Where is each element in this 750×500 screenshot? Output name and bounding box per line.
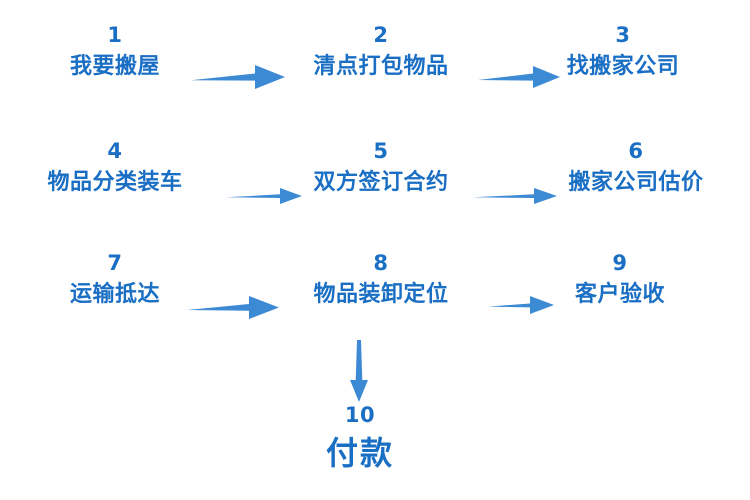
arrow-1-to-2-icon bbox=[189, 62, 287, 92]
step-node-10[interactable]: 10 付款 bbox=[326, 405, 394, 471]
arrow-7-to-8-icon bbox=[185, 293, 281, 321]
step-label-1: 我要搬屋 bbox=[69, 54, 161, 79]
step-number-10: 10 bbox=[344, 403, 376, 427]
step-label-9: 客户验收 bbox=[574, 282, 666, 307]
step-node-5[interactable]: 5 双方签订合约 bbox=[313, 139, 449, 195]
step-label-3: 找搬家公司 bbox=[566, 54, 680, 79]
step-number-2: 2 bbox=[373, 23, 389, 47]
arrow-8-to-10-icon bbox=[345, 338, 373, 404]
step-node-3[interactable]: 3 找搬家公司 bbox=[566, 23, 680, 79]
step-label-5: 双方签订合约 bbox=[313, 170, 449, 195]
step-number-5: 5 bbox=[373, 139, 389, 163]
step-number-4: 4 bbox=[107, 139, 123, 163]
step-number-3: 3 bbox=[615, 23, 631, 47]
arrow-4-to-5-icon bbox=[224, 185, 304, 207]
step-number-8: 8 bbox=[373, 251, 389, 275]
step-label-10: 付款 bbox=[325, 434, 395, 472]
step-number-7: 7 bbox=[107, 251, 123, 275]
step-number-6: 6 bbox=[628, 139, 644, 163]
step-label-6: 搬家公司估价 bbox=[568, 170, 704, 195]
step-label-8: 物品装卸定位 bbox=[313, 282, 449, 307]
step-label-7: 运输抵达 bbox=[69, 282, 161, 307]
arrow-8-to-9-icon bbox=[486, 293, 556, 317]
step-label-4: 物品分类装车 bbox=[47, 170, 183, 195]
step-node-2[interactable]: 2 清点打包物品 bbox=[313, 23, 449, 79]
arrow-5-to-6-icon bbox=[471, 185, 559, 207]
step-node-6[interactable]: 6 搬家公司估价 bbox=[568, 139, 704, 195]
step-number-1: 1 bbox=[107, 23, 123, 47]
step-number-9: 9 bbox=[612, 251, 628, 275]
step-label-2: 清点打包物品 bbox=[313, 54, 449, 79]
step-node-9[interactable]: 9 客户验收 bbox=[574, 251, 666, 307]
step-node-8[interactable]: 8 物品装卸定位 bbox=[313, 251, 449, 307]
arrow-2-to-3-icon bbox=[476, 63, 562, 91]
step-node-4[interactable]: 4 物品分类装车 bbox=[47, 139, 183, 195]
step-node-1[interactable]: 1 我要搬屋 bbox=[69, 23, 161, 79]
step-node-7[interactable]: 7 运输抵达 bbox=[69, 251, 161, 307]
